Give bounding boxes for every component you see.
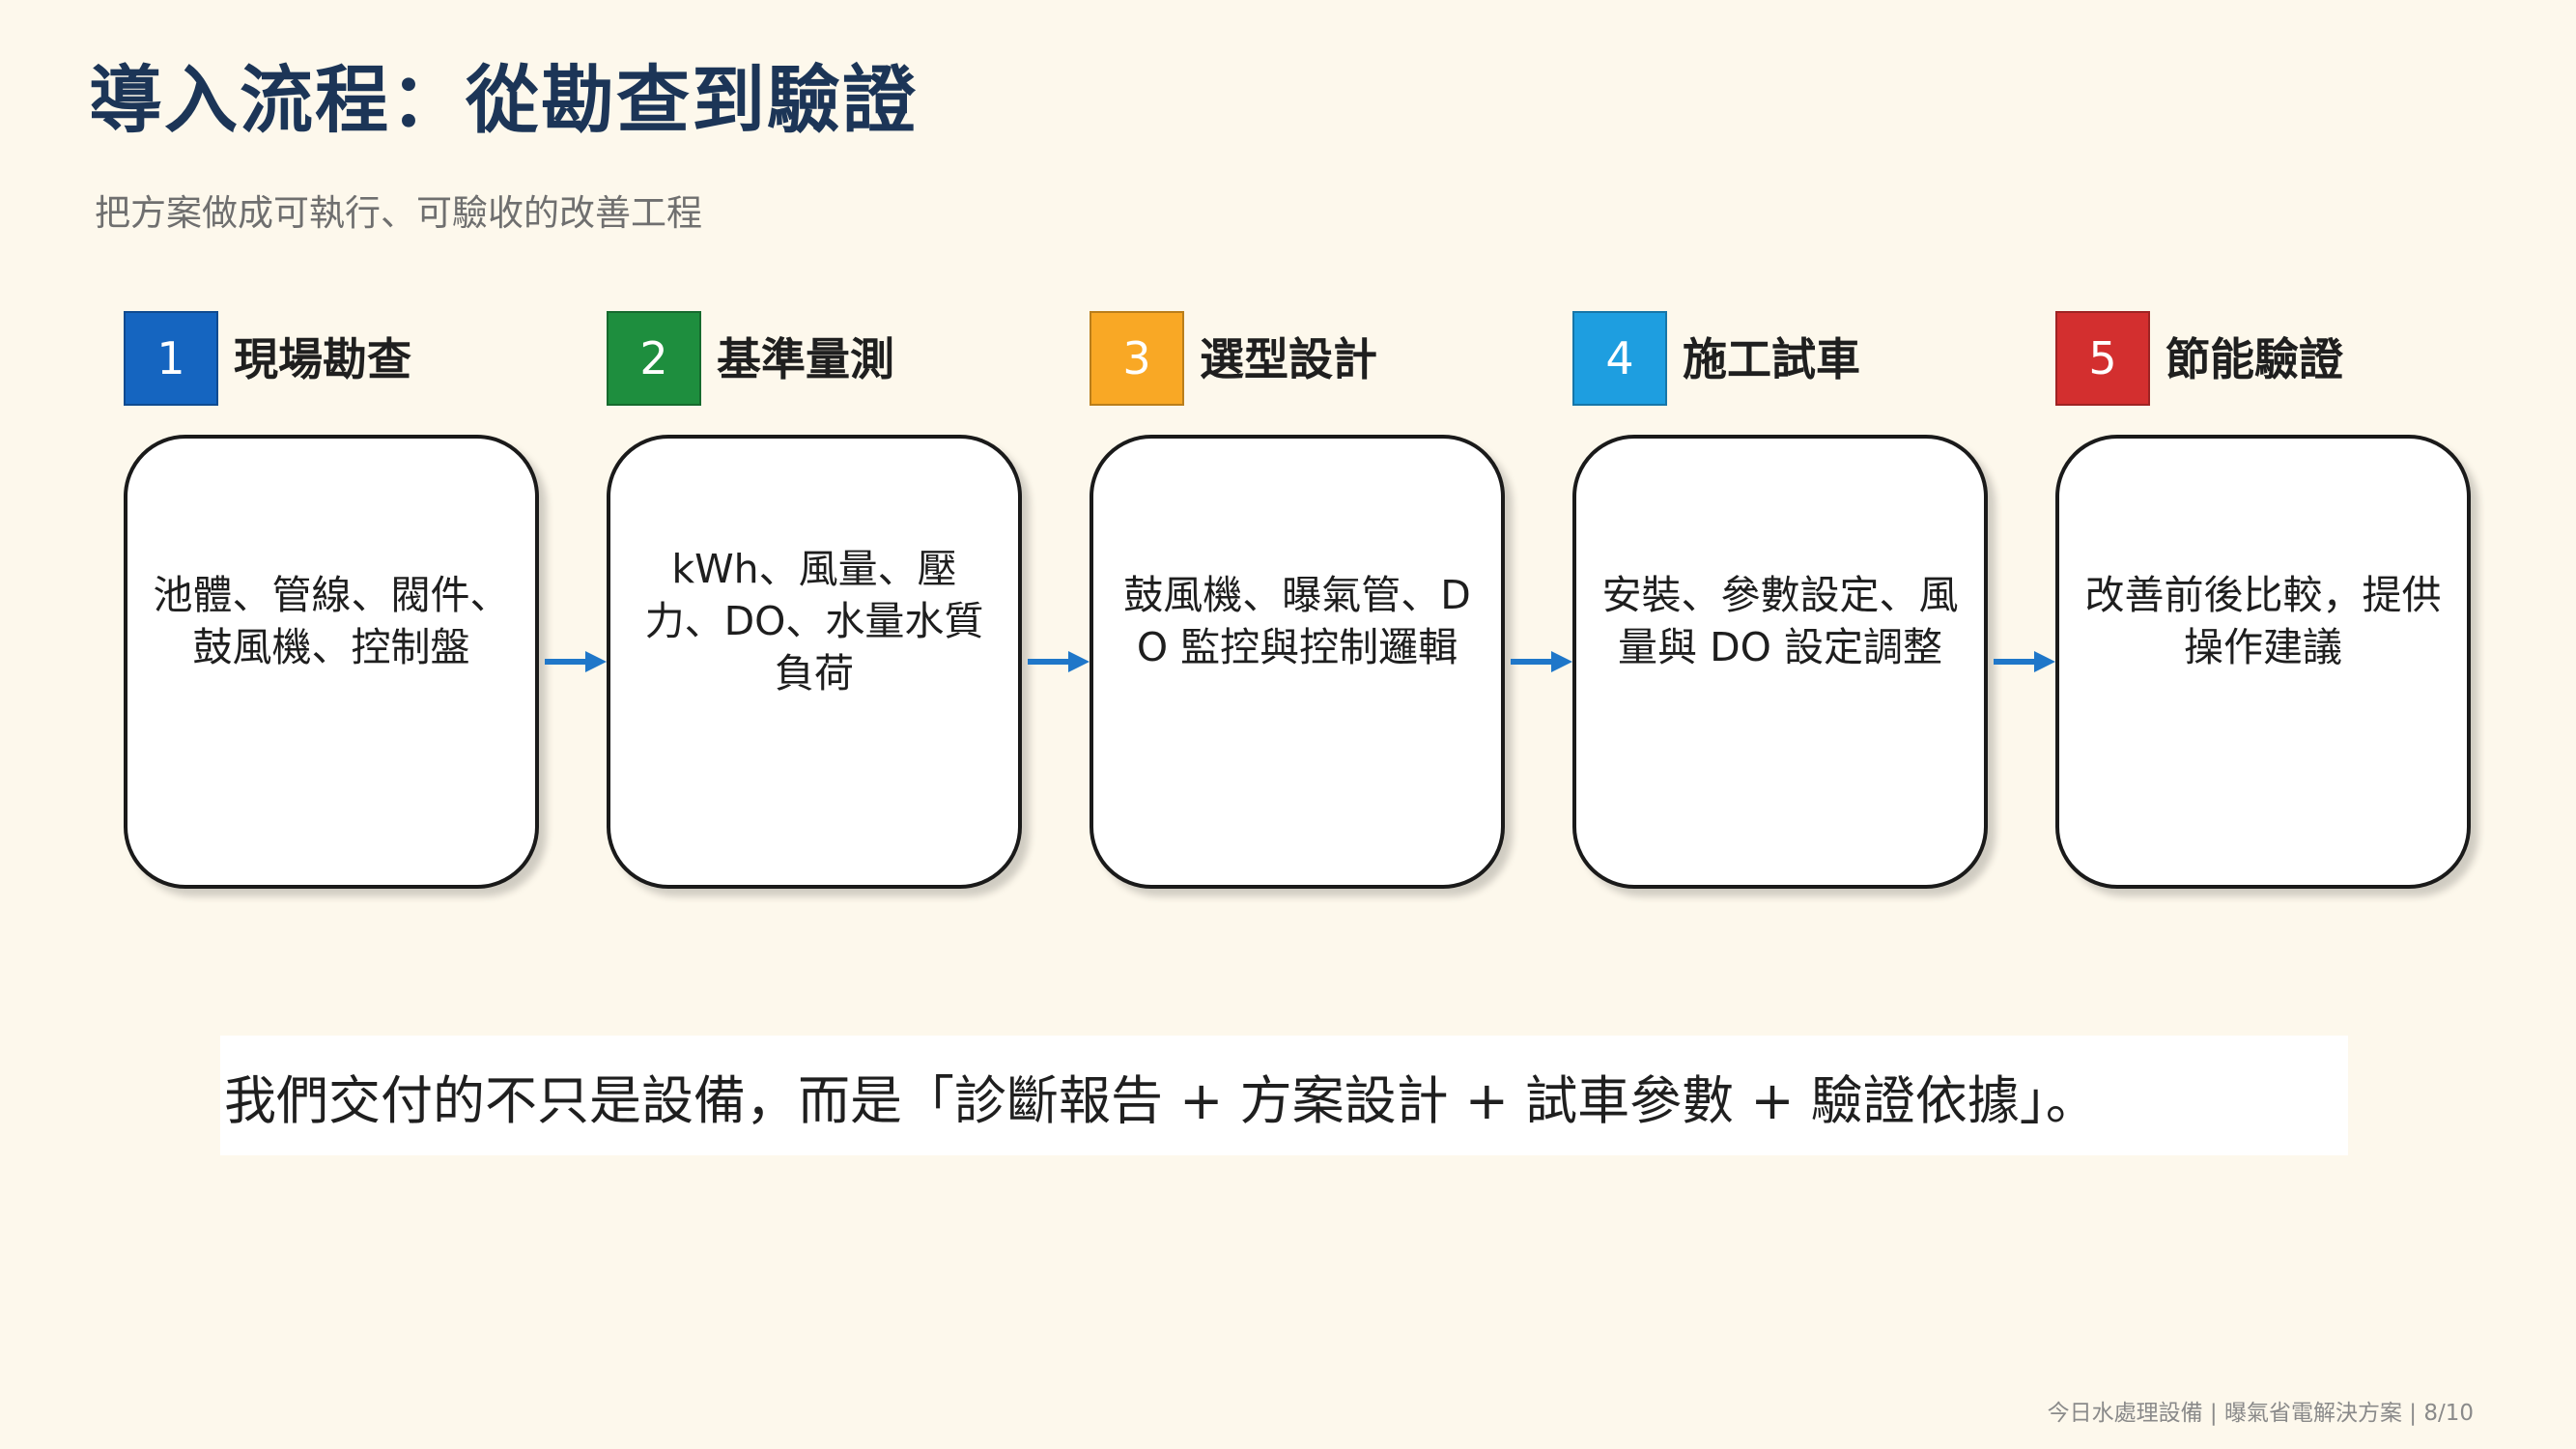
step-card: 改善前後比較，提供操作建議 [2055, 435, 2471, 889]
page-title: 導入流程：從勘查到驗證 [89, 57, 918, 143]
arrow-right-icon [1511, 651, 1572, 672]
step-header: 4 施工試車 [1572, 311, 2017, 408]
step-title: 現場勘查 [234, 333, 411, 385]
step-header: 1 現場勘查 [124, 311, 568, 408]
process-steps: 1 現場勘查 池體、管線、閥件、鼓風機、控制盤 2 基準量測 kWh、風量、壓力… [124, 311, 2480, 891]
step-2: 2 基準量測 kWh、風量、壓力、DO、水量水質負荷 [607, 311, 1032, 891]
step-card: 安裝、參數設定、風量與 DO 設定調整 [1572, 435, 1988, 889]
step-number-badge: 2 [607, 311, 701, 406]
step-card: 鼓風機、曝氣管、DO 監控與控制邏輯 [1090, 435, 1505, 889]
step-title: 選型設計 [1200, 333, 1377, 385]
step-number-badge: 3 [1090, 311, 1184, 406]
step-description: 安裝、參數設定、風量與 DO 設定調整 [1601, 572, 1959, 670]
step-number-badge: 5 [2055, 311, 2150, 406]
step-header: 2 基準量測 [607, 311, 1051, 408]
step-number-badge: 4 [1572, 311, 1667, 406]
arrow-right-icon [1028, 651, 1090, 672]
summary-callout: 我們交付的不只是設備，而是「診斷報告 + 方案設計 + 試車參數 + 驗證依據」… [220, 1036, 2348, 1155]
step-description: 池體、管線、閥件、鼓風機、控制盤 [153, 572, 510, 670]
step-title: 施工試車 [1683, 333, 1860, 385]
arrow-right-icon [545, 651, 607, 672]
step-title: 節能驗證 [2166, 333, 2343, 385]
page-subtitle: 把方案做成可執行、可驗收的改善工程 [95, 192, 702, 234]
step-description: 改善前後比較，提供操作建議 [2084, 572, 2442, 670]
step-5: 5 節能驗證 改善前後比較，提供操作建議 [2055, 311, 2480, 891]
step-number-badge: 1 [124, 311, 218, 406]
step-card: 池體、管線、閥件、鼓風機、控制盤 [124, 435, 539, 889]
step-card: kWh、風量、壓力、DO、水量水質負荷 [607, 435, 1022, 889]
page-footer: 今日水處理設備 | 曝氣省電解決方案 | 8/10 [2047, 1401, 2474, 1426]
step-title: 基準量測 [717, 333, 894, 385]
step-header: 3 選型設計 [1090, 311, 1534, 408]
arrow-right-icon [1994, 651, 2055, 672]
step-description: 鼓風機、曝氣管、DO 監控與控制邏輯 [1123, 572, 1471, 670]
step-header: 5 節能驗證 [2055, 311, 2500, 408]
step-description: kWh、風量、壓力、DO、水量水質負荷 [644, 546, 984, 696]
step-4: 4 施工試車 安裝、參數設定、風量與 DO 設定調整 [1572, 311, 1997, 891]
step-1: 1 現場勘查 池體、管線、閥件、鼓風機、控制盤 [124, 311, 549, 891]
step-3: 3 選型設計 鼓風機、曝氣管、DO 監控與控制邏輯 [1090, 311, 1514, 891]
